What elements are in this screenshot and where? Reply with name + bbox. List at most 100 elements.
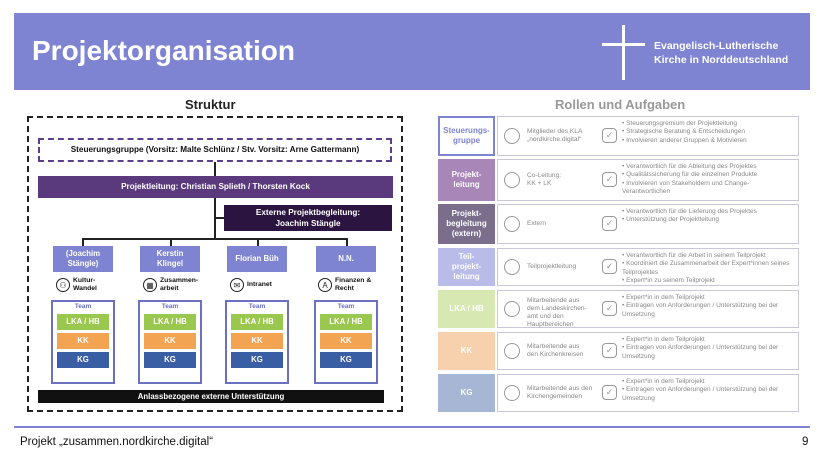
rollen-tasks: Expert*in in dem TeilprojektEintragen vo… xyxy=(622,336,795,361)
steuerungsgruppe-box: Steuerungsgruppe (Vorsitz: Malte Schlünz… xyxy=(38,138,392,162)
task-item: Expert*in in dem Teilprojekt xyxy=(622,336,795,344)
rollen-label: Projekt-begleitung(extern) xyxy=(438,204,495,244)
task-item: Strategische Beratung & Entscheidungen xyxy=(622,128,795,136)
struktur-frame xyxy=(27,116,403,412)
lka-hb-block: LKA / HB xyxy=(144,314,196,330)
kg-block: KG xyxy=(231,352,283,368)
connector-line xyxy=(82,238,348,240)
head-line-2: Stängle) xyxy=(67,259,99,268)
kg-block: KG xyxy=(320,352,372,368)
checklist-icon: ✓ xyxy=(602,259,617,274)
footer-project: Projekt „zusammen.nordkirche.digital“ xyxy=(20,436,214,448)
person-icon xyxy=(504,385,520,401)
teilprojektleitung-head: N.N. xyxy=(316,246,376,272)
person-icon xyxy=(504,301,520,317)
externe-line-1: Externe Projektbegleitung: xyxy=(255,208,361,217)
anlass-bar: Anlassbezogene externe Unterstützung xyxy=(38,390,384,403)
connector-line xyxy=(214,217,224,219)
page-title: Projektorganisation xyxy=(32,35,295,66)
rollen-label: Teil-projekt-leitung xyxy=(438,248,495,286)
rollen-members: Extern xyxy=(527,220,547,227)
task-item: Involvieren anderer Gruppen & Motivieren xyxy=(622,137,795,145)
task-item: Expert*in in dem Teilprojekt xyxy=(622,294,795,302)
rollen-members: Teilprojektleitung xyxy=(527,263,577,270)
kk-block: KK xyxy=(57,333,109,349)
rollen-label: KG xyxy=(438,374,495,412)
team-label: Team xyxy=(248,303,266,310)
task-item: Qualitätssicherung für die einzelnen Pro… xyxy=(622,171,795,179)
person-icon xyxy=(504,343,520,359)
cross-logo-icon xyxy=(622,25,625,80)
person-icon xyxy=(504,216,520,232)
task-item: Unterstützung der Projektleitung xyxy=(622,216,795,224)
topic: A Finanzen &Recht xyxy=(318,275,371,295)
team-box: Team LKA / HB KK KG xyxy=(314,300,378,384)
rollen-body: Co-Leitung:KK + LK✓Verantwortlich für di… xyxy=(497,159,799,201)
topic: ✉ Intranet xyxy=(230,275,272,295)
task-item: Eintragen von Anforderungen / Unterstütz… xyxy=(622,344,795,361)
kg-block: KG xyxy=(144,352,196,368)
teilprojektleitung-head: Florian Büh xyxy=(227,246,287,272)
rollen-tasks: Verantwortlich für die Arbeit in seinem … xyxy=(622,252,795,285)
task-item: Eintragen von Anforderungen / Unterstütz… xyxy=(622,386,795,403)
rollen-label: Steuerungs-gruppe xyxy=(438,116,495,156)
lka-hb-block: LKA / HB xyxy=(320,314,372,330)
organization-name: Evangelisch-Lutherische Kirche in Nordde… xyxy=(654,39,788,67)
head-line-1: Florian Büh xyxy=(235,254,279,263)
connector-line xyxy=(346,238,348,246)
header-banner: Projektorganisation Evangelisch-Lutheris… xyxy=(14,13,810,90)
rollen-tasks: Steuerungsgremium der ProjektleitungStra… xyxy=(622,120,795,145)
task-item: Verantwortlich für die Ableitung des Pro… xyxy=(622,163,795,171)
rollen-body: Mitarbeitende aus denKirchengemeinden✓Ex… xyxy=(497,374,799,412)
task-item: Koordiniert die Zusammenarbeit der Exper… xyxy=(622,260,795,277)
checklist-icon: ✓ xyxy=(602,301,617,316)
person-icon xyxy=(504,172,520,188)
rollen-label: KK xyxy=(438,332,495,370)
task-item: Involvieren von Stakeholdern und Change-… xyxy=(622,180,795,197)
rollen-tasks: Verantwortlich für die Lieferung des Pro… xyxy=(622,208,795,225)
team-box: Team LKA / HB KK KG xyxy=(138,300,202,384)
page-number: 9 xyxy=(802,436,809,448)
externe-projektbegleitung-box: Externe Projektbegleitung: Joachim Stäng… xyxy=(224,205,392,231)
rollen-label: LKA / HB xyxy=(438,290,495,328)
lka-hb-block: LKA / HB xyxy=(231,314,283,330)
teilprojektleitung-head: Kerstin Klingel xyxy=(140,246,200,272)
head-line-1: Kerstin xyxy=(156,249,184,258)
rollen-tasks: Expert*in in dem TeilprojektEintragen vo… xyxy=(622,378,795,403)
rollen-label: Projekt-leitung xyxy=(438,159,495,201)
topic: ⚇ Kultur-Wandel xyxy=(56,275,97,295)
head-line-2: Klingel xyxy=(157,259,183,268)
team-box: Team LKA / HB KK KG xyxy=(51,300,115,384)
team-box: Team LKA / HB KK KG xyxy=(225,300,289,384)
rollen-title: Rollen und Aufgaben xyxy=(555,97,686,112)
rollen-tasks: Verantwortlich für die Ableitung des Pro… xyxy=(622,163,795,196)
task-item: Verantwortlich für die Arbeit in seinem … xyxy=(622,252,795,260)
intranet-icon: ✉ xyxy=(230,278,244,292)
kk-block: KK xyxy=(144,333,196,349)
rollen-members: Mitglieder des KLA„nordkirche.digital“ xyxy=(527,128,583,143)
rollen-body: Extern ✓ Verantwortlich für die Lieferung … xyxy=(497,204,799,244)
rollen-tasks: Expert*in in dem TeilprojektEintragen vo… xyxy=(622,294,795,319)
footer-divider xyxy=(14,426,810,428)
team-label: Team xyxy=(337,303,355,310)
connector-line xyxy=(214,162,216,176)
checklist-icon: ✓ xyxy=(602,216,617,231)
connector-line xyxy=(257,238,259,246)
person-icon xyxy=(504,259,520,275)
head-line-1: N.N. xyxy=(338,254,354,263)
topic: ▦ Zusammen-arbeit xyxy=(143,275,198,295)
topic-label: Zusammen-arbeit xyxy=(160,277,199,292)
organization-line-1: Evangelisch-Lutherische xyxy=(654,40,779,52)
rollen-body: Mitglieder des KLA„nordkirche.digital“✓S… xyxy=(497,116,799,156)
kk-block: KK xyxy=(231,333,283,349)
kk-block: KK xyxy=(320,333,372,349)
task-item: Steuerungsgremium der Projektleitung xyxy=(622,120,795,128)
rollen-body: Teilprojektleitung ✓ Verantwortlich für di… xyxy=(497,248,799,286)
